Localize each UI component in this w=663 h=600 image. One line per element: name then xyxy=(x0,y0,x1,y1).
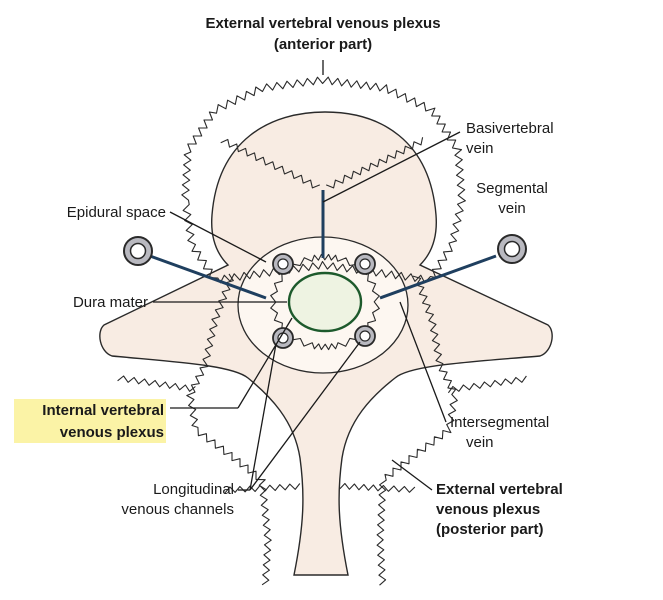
posterior-plexus-right-lateral xyxy=(447,375,527,394)
label-longitudinal-2: venous channels xyxy=(121,501,234,518)
label-intersegmental-2: vein xyxy=(466,434,494,451)
label-internal-plexus-1: Internal vertebral xyxy=(42,402,164,419)
label-ext-posterior-1: External vertebral xyxy=(436,481,563,498)
label-highlight xyxy=(14,399,166,443)
label-ext-anterior-2: (anterior part) xyxy=(274,36,372,53)
label-longitudinal-1: Longitudinal xyxy=(153,481,234,498)
segmental-vein-left-line xyxy=(149,254,267,300)
label-segmental-1: Segmental xyxy=(476,180,548,197)
basivertebral-plexus-right xyxy=(325,137,424,189)
posterior-plexus-lower-left xyxy=(224,483,301,494)
label-basivertebral-2: vein xyxy=(466,140,494,157)
leader-lines xyxy=(153,60,461,491)
wavy-plexus-layer xyxy=(117,76,527,586)
spinal-cord xyxy=(287,271,363,333)
posterior-plexus-lower-right xyxy=(339,482,416,493)
label-internal-plexus-2: venous plexus xyxy=(60,424,164,441)
posterior-plexus-right xyxy=(376,275,458,586)
label-epidural-space: Epidural space xyxy=(67,204,166,221)
label-segmental-2: vein xyxy=(498,200,526,217)
posterior-plexus-left-lateral xyxy=(117,375,196,392)
label-ext-anterior-1: External vertebral venous plexus xyxy=(205,15,440,32)
label-ext-posterior-3: (posterior part) xyxy=(436,521,544,538)
segmental-vein-right-line xyxy=(379,254,497,300)
label-dura-mater: Dura mater xyxy=(73,294,148,311)
basivertebral-plexus-left xyxy=(220,138,321,189)
label-ext-posterior-2: venous plexus xyxy=(436,501,540,518)
external-plexus-anterior xyxy=(181,76,466,284)
label-basivertebral-1: Basivertebral xyxy=(466,120,554,137)
internal-plexus-rings xyxy=(272,253,376,349)
posterior-plexus-left xyxy=(186,273,272,586)
label-intersegmental-1: Intersegmental xyxy=(450,414,549,431)
